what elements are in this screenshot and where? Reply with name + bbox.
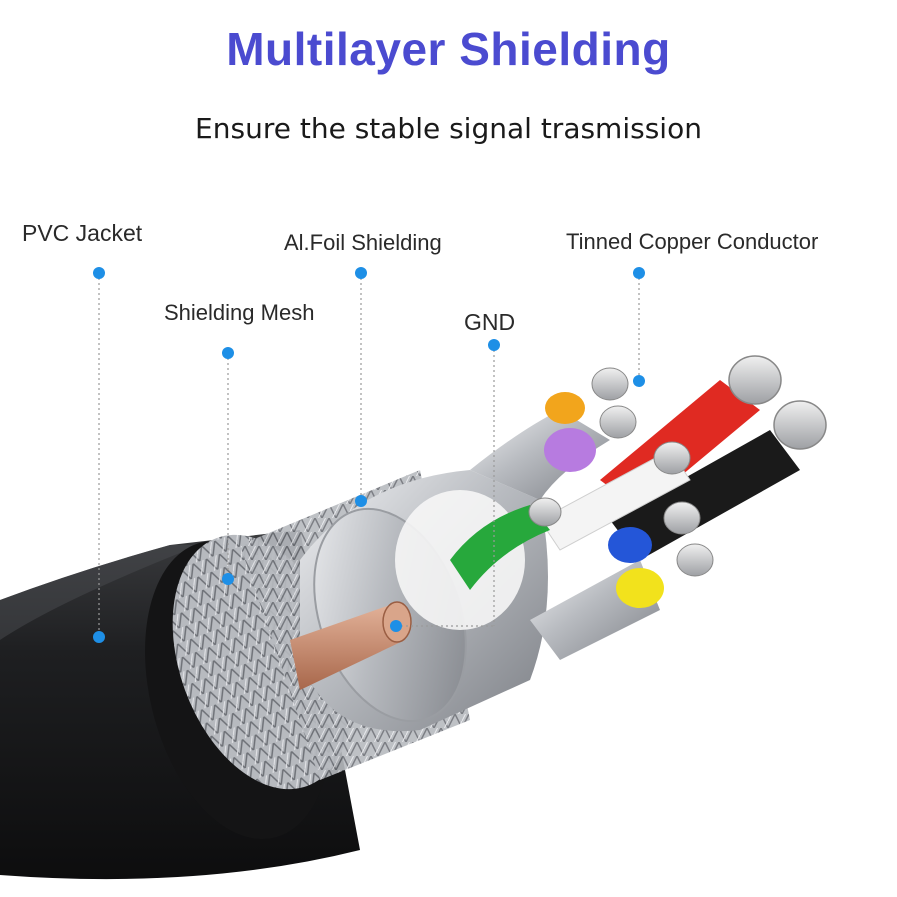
foil-shielding-label: Al.Foil Shielding (284, 230, 442, 255)
purple-wire (544, 405, 637, 472)
gnd-callout-dot (488, 339, 500, 351)
white-wire (539, 441, 691, 551)
tinned-target-dot (633, 375, 645, 387)
tinned-callout-dot (633, 267, 645, 279)
foil-callout-dot (355, 267, 367, 279)
page-title: Multilayer Shielding (226, 23, 671, 75)
green-wire (450, 497, 562, 590)
mesh-target-dot (222, 573, 234, 585)
shielding-mesh-label: Shielding Mesh (164, 300, 315, 325)
blue-wire (608, 501, 701, 563)
pvc-target-dot (93, 631, 105, 643)
pvc-callout-dot (93, 267, 105, 279)
black-wire (610, 400, 827, 560)
page-subtitle: Ensure the stable signal trasmission (195, 112, 702, 145)
foil-target-dot (355, 495, 367, 507)
gnd-label: GND (464, 309, 516, 335)
yellow-wire (616, 543, 714, 608)
pvc-jacket-label: PVC Jacket (22, 220, 143, 246)
mesh-callout-dot (222, 347, 234, 359)
orange-wire (545, 367, 629, 424)
gnd-target-dot (390, 620, 402, 632)
tinned-copper-label: Tinned Copper Conductor (566, 229, 819, 254)
